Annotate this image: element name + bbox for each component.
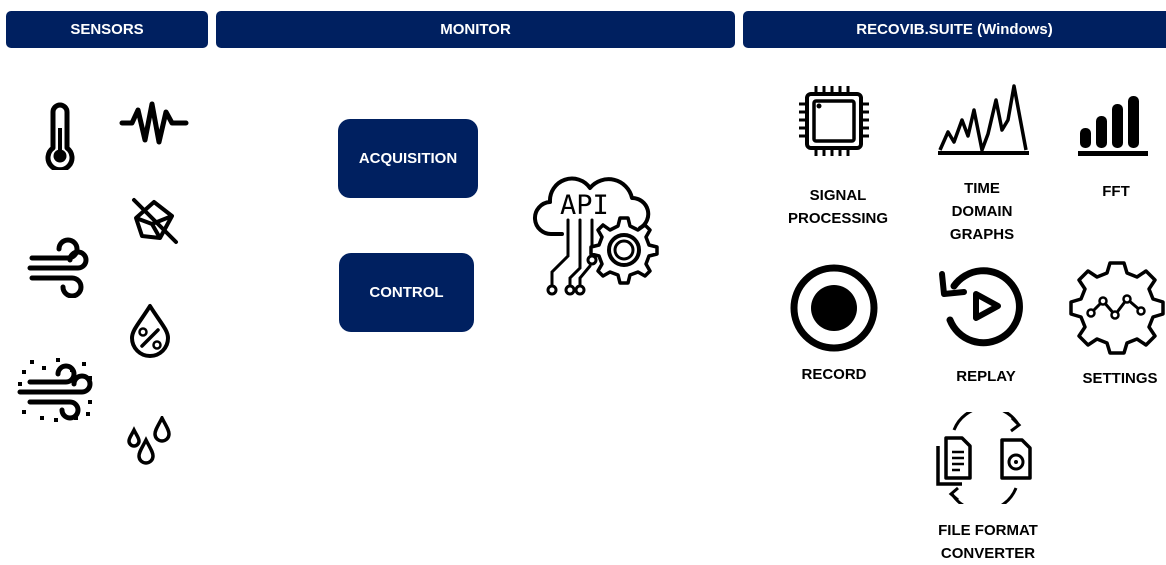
acquisition-button[interactable]: ACQUISITION	[338, 119, 478, 198]
replay-label: REPLAY	[956, 368, 1016, 385]
file-format-converter-label: FILE FORMAT CONVERTER	[938, 522, 1038, 562]
suite-header: RECOVIB.SUITE (Windows)	[743, 11, 1166, 48]
time-domain-graphs-label: TIME DOMAIN GRAPHS	[949, 180, 1015, 243]
processor-chip-icon	[794, 82, 874, 160]
control-label: CONTROL	[369, 284, 444, 301]
replay-icon	[936, 262, 1030, 350]
record-icon	[788, 262, 880, 354]
api-text: API	[560, 190, 609, 221]
acquisition-label: ACQUISITION	[358, 150, 458, 167]
monitor-header: MONITOR	[216, 11, 735, 48]
file-convert-icon	[928, 412, 1040, 504]
rain-icon	[124, 416, 176, 468]
humidity-icon	[128, 302, 172, 358]
time-domain-graph-icon	[936, 80, 1032, 160]
thermometer-icon	[38, 100, 82, 170]
sensors-header-label: SENSORS	[70, 21, 144, 38]
api-cloud-gear-icon: API	[530, 170, 670, 300]
suite-header-label: RECOVIB.SUITE (Windows)	[856, 21, 1053, 38]
monitor-header-label: MONITOR	[440, 21, 511, 38]
vibration-icon	[118, 98, 190, 148]
tilt-icon	[128, 194, 182, 248]
fft-label: FFT	[1102, 183, 1130, 200]
sensors-header: SENSORS	[6, 11, 208, 48]
settings-gear-icon	[1068, 258, 1166, 356]
settings-label: SETTINGS	[1082, 370, 1158, 387]
signal-processing-label: SIGNAL PROCESSING	[787, 187, 889, 227]
wind-icon	[26, 236, 94, 298]
record-label: RECORD	[801, 366, 867, 383]
fft-bar-chart-icon	[1076, 94, 1152, 158]
control-button[interactable]: CONTROL	[339, 253, 474, 332]
dust-wind-icon	[16, 352, 96, 424]
